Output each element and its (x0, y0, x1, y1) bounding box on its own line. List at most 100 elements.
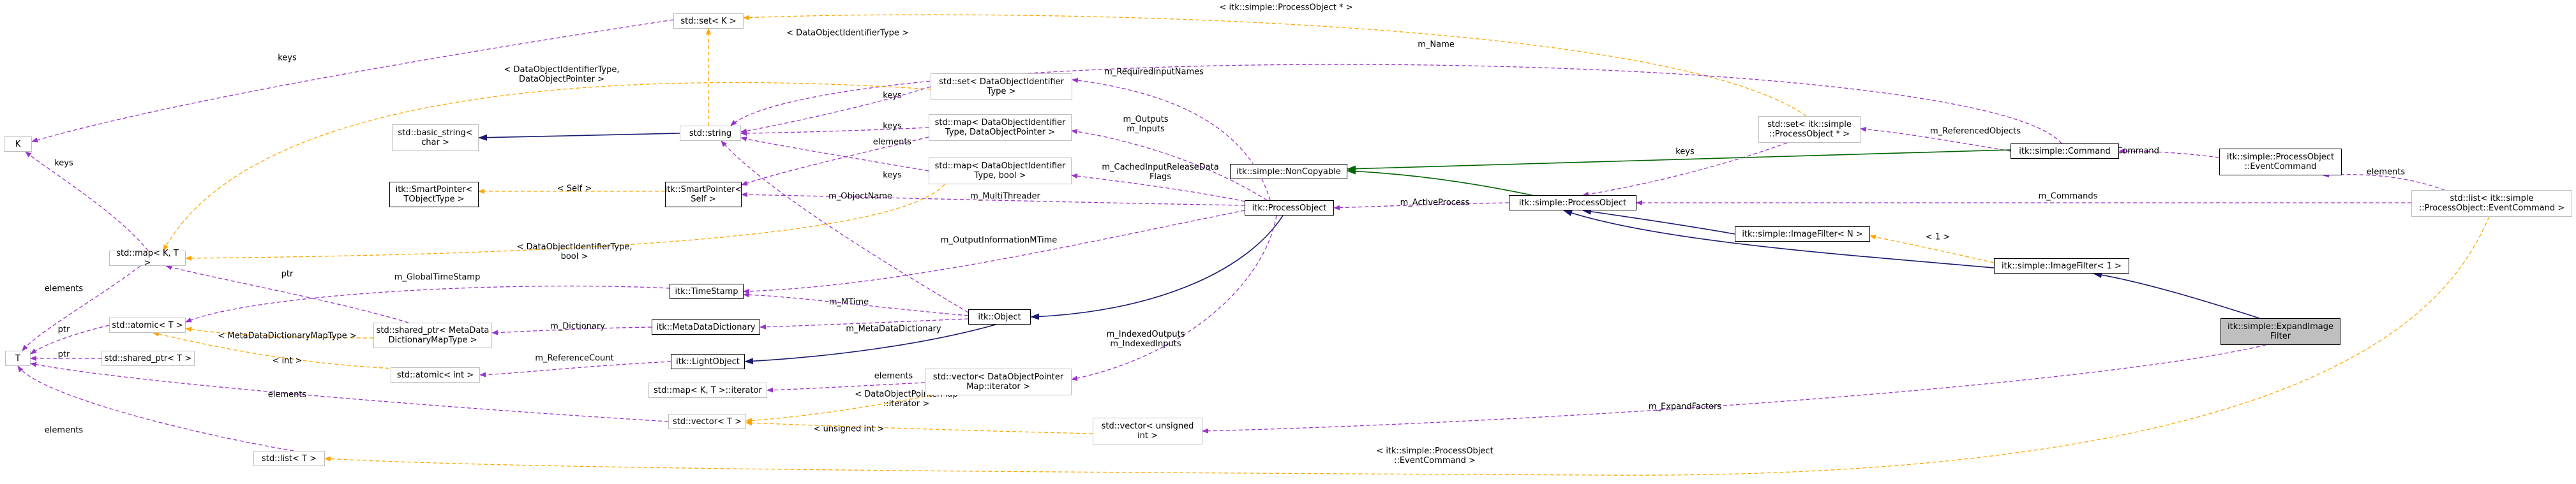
node-itk-lightobject[interactable]: itk::LightObject (671, 354, 745, 369)
edge-label-elements-list: elements (2366, 167, 2406, 177)
edge-label-keys-setdid: keys (883, 91, 902, 101)
edge-label-did-ptr-map: < DataObjectIdentifierType, DataObjectPo… (504, 65, 620, 84)
edge-setdid-to-string (740, 86, 931, 134)
edge-label-m-activeprocess: m_ActiveProcess (1400, 198, 1470, 208)
edge-label-m-objectname: m_ObjectName (828, 191, 892, 202)
edge-label-m-commands: m_Commands (2038, 191, 2098, 202)
node-itk-simple-processobject[interactable]: itk::simple::ProcessObject (1509, 195, 1636, 210)
node-smartpointer-self[interactable]: itk::SmartPointer< Self > (665, 182, 742, 207)
edge-label-ptr-atomic: ptr (57, 325, 70, 335)
edge-expand-to-vector-uint (1202, 344, 2266, 434)
node-std-atomic-t[interactable]: std::atomic< T > (109, 318, 186, 333)
node-std-vector-unsigned-int[interactable]: std::vector< unsigned int > (1093, 418, 1202, 444)
edge-atomic-t-to-t (30, 325, 110, 355)
edge-vector-dop-to-map-iter (767, 382, 925, 393)
node-std-basic-string[interactable]: std::basic_string< char > (392, 124, 479, 151)
edge-sharedmdd-to-atomic-t (185, 326, 374, 339)
edge-set-k-to-k (31, 19, 674, 143)
edge-expand-to-imgfilter-1 (2093, 272, 2260, 319)
node-std-vector-t[interactable]: std::vector< T > (668, 414, 746, 429)
edge-label-mdd-map: < MetaDataDictionaryMapType > (218, 331, 357, 341)
edge-simpleproc-to-noncopyable (1347, 168, 1532, 196)
edge-mapbool-to-map-kt (185, 184, 945, 261)
edge-label-keys-setk-k: keys (278, 53, 297, 63)
edge-lightobject-to-atomic-int (479, 361, 671, 378)
edge-label-elements-vec: elements (874, 371, 913, 381)
edge-setproc-to-simpleproc (1582, 142, 1788, 197)
edge-label-did-type-set: < DataObjectIdentifierType > (786, 28, 909, 38)
edge-simpleproc-to-procobj (1333, 202, 1509, 210)
edge-imgfilter-1-to-simpleproc (1563, 210, 1995, 268)
edge-label-uint-lt: < unsigned int > (813, 424, 885, 434)
edge-label-m-outputinfo: m_OutputInformationMTime (940, 235, 1058, 246)
node-t[interactable]: T (5, 351, 31, 366)
edge-label-m-multithreader: m_MultiThreader (970, 191, 1040, 202)
node-std-set-k[interactable]: std::set< K > (673, 13, 744, 29)
edge-label-m-metadatadictionary: m_MetaDataDictionary (846, 324, 941, 334)
node-itk-simple-command[interactable]: itk::simple::Command (2011, 143, 2119, 159)
edge-label-keys-mapbool: keys (883, 170, 902, 180)
edge-label-m-outputs-inputs: m_Outputs m_Inputs (1123, 115, 1169, 134)
node-std-string[interactable]: std::string (680, 126, 741, 141)
edge-list-ec-to-list-t (324, 216, 2490, 476)
edge-label-procobj-ptr-set: < itk::simple::ProcessObject * > (1219, 3, 1353, 13)
edge-label-elements-t: elements (44, 284, 84, 294)
node-std-set-dataobjectidentifiertype[interactable]: std::set< DataObjectIdentifier Type > (931, 73, 1072, 100)
node-k[interactable]: K (4, 136, 32, 152)
node-itk-metadatadictionary[interactable]: itk::MetaDataDictionary (652, 319, 760, 335)
edge-label-self: < Self > (557, 184, 592, 194)
node-itk-simple-imagefilter-1[interactable]: itk::simple::ImageFilter< 1 > (1994, 258, 2129, 274)
edge-object-to-lightobject (744, 324, 996, 365)
edge-label-eventcommand-list: < itk::simple::ProcessObject ::EventComm… (1376, 446, 1494, 466)
edge-timestamp-to-atomic-t (185, 285, 670, 323)
edge-atomic-int-to-atomic-t (153, 332, 396, 369)
edge-list-t-to-t (17, 365, 294, 451)
edge-object-to-string (721, 140, 969, 313)
node-std-shared-ptr-metadatadictionarymaptype[interactable]: std::shared_ptr< MetaData DictionaryMapT… (373, 323, 492, 348)
node-std-map-dataobjectidentifiertype-dataobjectpointer[interactable]: std::map< DataObjectIdentifier Type, Dat… (929, 114, 1072, 141)
node-std-map-dataobjectidentifiertype-bool[interactable]: std::map< DataObjectIdentifier Type, boo… (929, 158, 1072, 184)
node-itk-simple-imagefilter-n[interactable]: itk::simple::ImageFilter< N > (1735, 226, 1870, 242)
edge-label-m-mtime: m_MTime (828, 297, 869, 307)
edge-vector-dop-to-vector-t (745, 395, 932, 423)
edge-procobj-to-object (1030, 215, 1284, 320)
node-std-atomic-int[interactable]: std::atomic< int > (391, 367, 480, 383)
node-itk-simple-noncopyable[interactable]: itk::simple::NonCopyable (1230, 164, 1347, 179)
node-std-map-k-t[interactable]: std::map< K, T > (109, 249, 186, 268)
node-itk-timestamp[interactable]: itk::TimeStamp (670, 284, 744, 299)
edge-map-kt-to-k (25, 151, 149, 251)
edge-basicstring-to-string (478, 133, 680, 141)
edge-procobj-to-setdid (1072, 78, 1271, 201)
node-smartpointer-tobjecttype[interactable]: itk::SmartPointer< TObjectType > (389, 182, 479, 207)
node-std-map-k-t-iterator[interactable]: std::map< K, T >::iterator (648, 383, 767, 398)
edge-procobj-to-mapbool (1071, 173, 1258, 205)
edge-label-ptr-shared: ptr (281, 269, 294, 279)
node-itk-simple-expandimagefilter[interactable]: itk::simple::ExpandImage Filter (2220, 318, 2340, 345)
edge-label-m-indexed: m_IndexedOutputs m_IndexedInputs (1106, 330, 1185, 349)
edge-mapbool-to-string (740, 136, 929, 172)
node-std-set-itk-simple-processobject-ptr[interactable]: std::set< itk::simple ::ProcessObject * … (1758, 116, 1861, 143)
node-std-list-t[interactable]: std::list< T > (253, 451, 325, 466)
node-std-shared-ptr-t[interactable]: std::shared_ptr< T > (101, 351, 195, 366)
edge-label-lt1: < 1 > (1925, 232, 1951, 242)
edge-imgfilter-n-to-simpleproc (1582, 208, 1735, 235)
edge-label-elements-map: elements (872, 137, 912, 147)
node-std-list-itk-simple-processobject-eventcommand[interactable]: std::list< itk::simple ::ProcessObject::… (2411, 190, 2572, 217)
node-itk-object[interactable]: itk::Object (968, 309, 1031, 325)
edge-procobj-to-timestamp (743, 210, 1245, 294)
edge-procobj-to-mapptr (1071, 129, 1268, 201)
edge-label-keys-setproc: keys (1675, 147, 1695, 157)
edge-label-m-referencedobjects: m_ReferencedObjects (1930, 126, 2021, 136)
edge-label-elements-list-t: elements (44, 425, 84, 436)
edge-metadatadict-to-sharedmdd (491, 326, 652, 335)
edge-vector-uint-to-vector-t (745, 420, 1093, 434)
edge-mapptr-to-smartself (741, 136, 929, 186)
edge-label-m-cachedinput: m_CachedInputReleaseData Flags (1102, 163, 1219, 182)
edge-label-keys-map-k: keys (54, 158, 73, 168)
node-std-vector-dataobjectpointermap-iterator[interactable]: std::vector< DataObjectPointer Map::iter… (925, 369, 1072, 395)
edge-string-to-map-kt (163, 82, 931, 251)
node-itk-processobject[interactable]: itk::ProcessObject (1245, 200, 1334, 216)
edge-label-did-bool-map: < DataObjectIdentifierType, bool > (516, 242, 633, 261)
node-itk-simple-processobject-eventcommand[interactable]: itk::simple::ProcessObject ::EventComman… (2219, 149, 2342, 175)
